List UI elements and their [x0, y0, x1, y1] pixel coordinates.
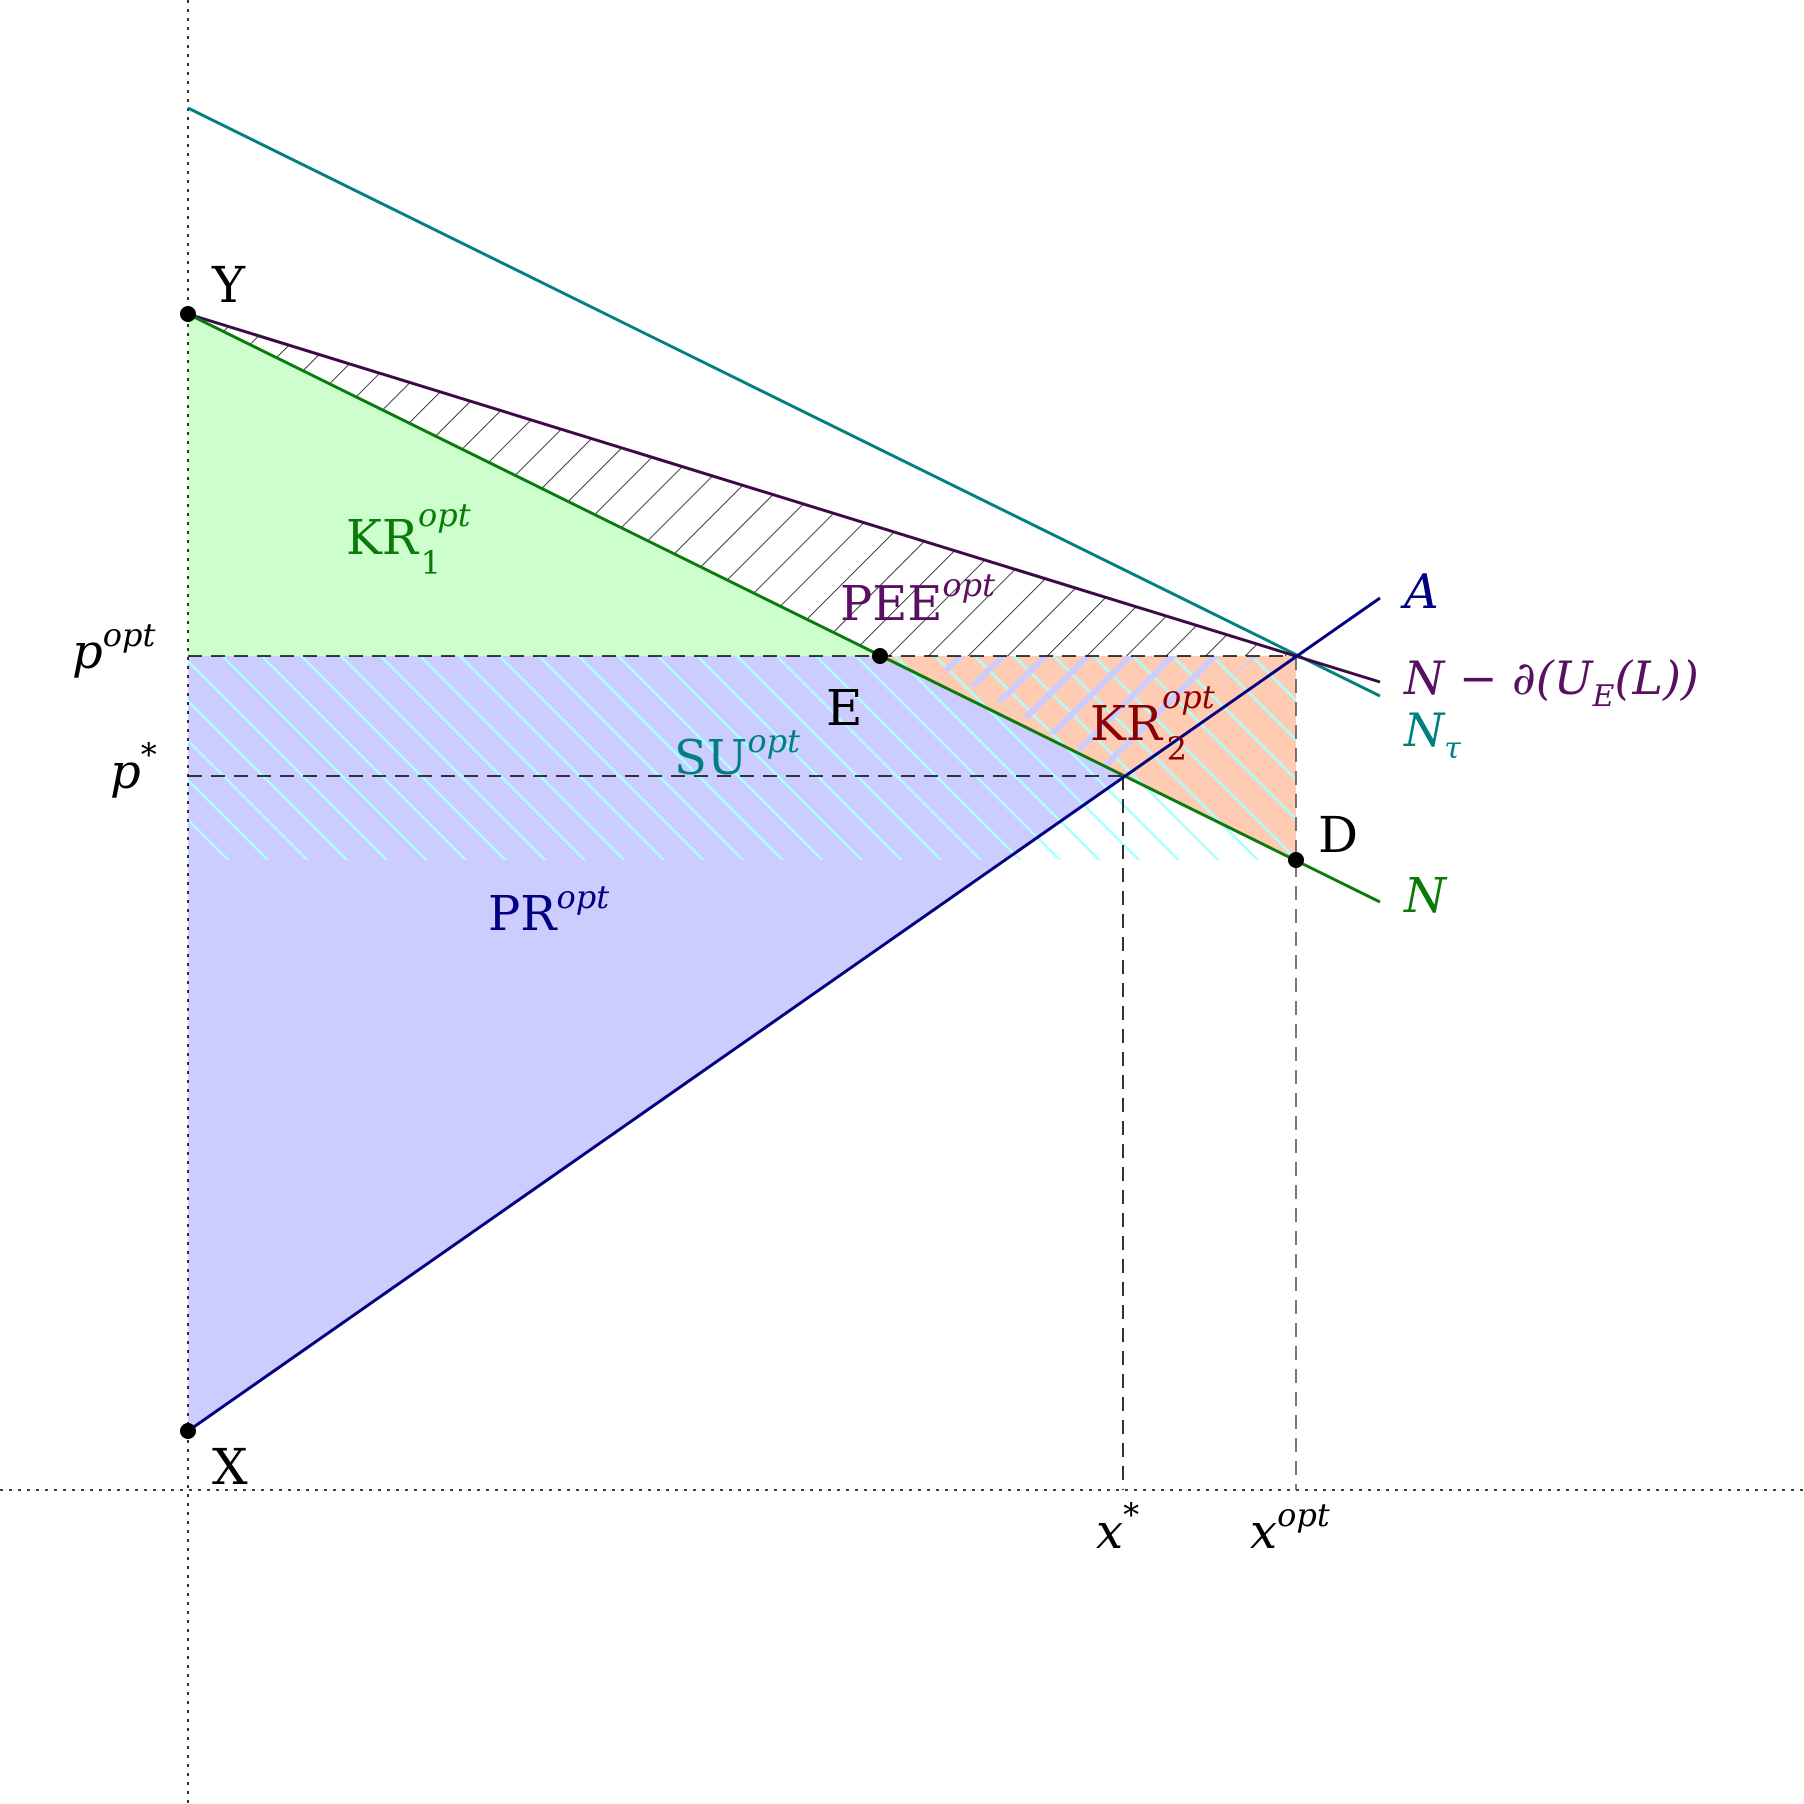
- point-y-label: Y: [211, 256, 246, 314]
- su-label: SUopt: [674, 722, 800, 786]
- pee-label: PEEopt: [840, 566, 995, 632]
- n-minus-u-curve: [187, 312, 1381, 684]
- point-d: [1288, 852, 1304, 868]
- p-star-label: p*: [110, 736, 157, 800]
- point-d-label: D: [1318, 806, 1358, 864]
- x-opt-label: xopt: [1250, 1496, 1330, 1560]
- point-x: [180, 1423, 196, 1439]
- n-curve: [187, 312, 1381, 904]
- a-curve-label: A: [1400, 564, 1439, 620]
- p-opt-label: popt: [72, 616, 155, 680]
- x-star-label: x*: [1096, 1496, 1139, 1560]
- point-e-label: E: [826, 679, 863, 737]
- n-minus-u-label: N − ∂(UE(L)): [1403, 651, 1699, 714]
- kr2-hatch: [922, 656, 1257, 776]
- point-x-label: X: [212, 1438, 248, 1496]
- point-e: [872, 648, 888, 664]
- point-y: [180, 306, 196, 322]
- pr-label: PRopt: [488, 878, 609, 942]
- a-curve: [187, 596, 1381, 1433]
- n-tau-label: Nτ: [1403, 703, 1461, 766]
- n-tau-curve: [187, 106, 1381, 698]
- n-curve-label: N: [1403, 868, 1448, 924]
